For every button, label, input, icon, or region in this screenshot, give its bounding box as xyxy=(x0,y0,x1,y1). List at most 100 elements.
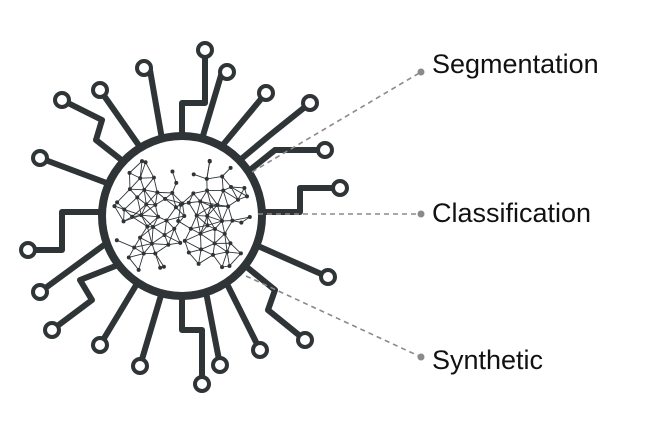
brain-edge xyxy=(200,228,216,235)
brain-node xyxy=(196,261,201,266)
brain-node xyxy=(242,185,247,190)
brain-edge xyxy=(210,205,223,222)
brain-edge xyxy=(166,207,177,221)
brain-node xyxy=(198,199,203,204)
label-segmentation: Segmentation xyxy=(432,49,599,79)
brain-edge xyxy=(139,226,148,238)
brain-node xyxy=(205,188,210,193)
connector-dot xyxy=(417,353,425,361)
terminal-node xyxy=(31,283,49,301)
brain-edge xyxy=(212,251,228,256)
brain-edge xyxy=(221,176,224,191)
brain-edge xyxy=(136,197,142,216)
terminal-node xyxy=(319,268,337,286)
brain-node xyxy=(151,175,156,180)
circuit-trace xyxy=(259,185,343,215)
brain-node xyxy=(191,172,196,177)
brain-edge xyxy=(164,234,181,244)
brain-edge xyxy=(138,253,145,270)
brain-edge xyxy=(143,177,155,191)
brain-edge xyxy=(139,226,154,239)
terminal-node xyxy=(316,141,334,159)
brain-node xyxy=(207,158,212,163)
brain-node xyxy=(220,265,225,270)
brain-edge xyxy=(198,249,202,264)
brain-edge xyxy=(188,202,198,216)
terminal-node xyxy=(19,241,37,259)
brain-edge xyxy=(230,242,242,254)
brain-node xyxy=(164,218,169,223)
brain-edge xyxy=(206,190,218,206)
terminal-node xyxy=(301,94,319,112)
brain-node xyxy=(130,214,135,219)
brain-edge xyxy=(146,216,159,227)
circuit-traces xyxy=(25,47,343,387)
circuit-trace xyxy=(179,293,205,387)
brain-edge xyxy=(221,176,232,188)
brain-edge xyxy=(214,243,228,253)
brain-edge xyxy=(193,173,207,180)
circuit-trace xyxy=(255,243,331,280)
brain-edge xyxy=(207,215,223,222)
brain-node xyxy=(219,219,224,224)
brain-edge xyxy=(200,233,202,250)
brain-edge xyxy=(164,198,183,204)
brain-edge xyxy=(140,214,154,228)
brain-node xyxy=(163,196,168,201)
brain-node xyxy=(151,224,156,229)
brain-edge xyxy=(224,220,233,235)
brain-edge xyxy=(131,216,148,227)
brain-edge xyxy=(196,215,201,234)
brain-edge xyxy=(139,237,145,254)
brain-edge xyxy=(139,162,146,179)
brain-node xyxy=(170,169,175,174)
brain-edge xyxy=(171,192,177,208)
brain-edge xyxy=(164,198,177,208)
brain-node xyxy=(188,226,193,231)
circuit-trace xyxy=(179,47,208,139)
brain-edge xyxy=(177,204,182,222)
brain-edge xyxy=(206,160,211,179)
brain-node xyxy=(212,241,217,246)
brain-edge xyxy=(155,244,169,254)
circuit-trace xyxy=(97,87,143,150)
circuit-trace xyxy=(245,265,308,343)
brain-node xyxy=(205,214,210,219)
brain-edge xyxy=(129,177,141,190)
brain-node xyxy=(170,190,175,195)
brain-node xyxy=(205,223,210,228)
circuit-trace xyxy=(247,147,328,173)
brain-edge xyxy=(129,188,145,191)
circuit-trace xyxy=(59,97,127,165)
brain-edge xyxy=(193,190,208,194)
circuit-trace xyxy=(219,90,269,149)
brain-edge xyxy=(200,249,214,256)
brain-edge xyxy=(116,239,135,248)
brain-edge xyxy=(184,228,192,242)
brain-edge xyxy=(188,248,202,253)
hub-ring xyxy=(98,132,266,300)
brain-edge xyxy=(154,253,161,268)
brain-node xyxy=(136,267,141,272)
brain-edge xyxy=(229,253,242,267)
brain-edge xyxy=(200,233,215,244)
brain-edge xyxy=(177,220,192,230)
brain-edge xyxy=(173,228,181,244)
brain-node xyxy=(138,176,143,181)
brain-edge xyxy=(198,254,214,265)
brain-node xyxy=(142,187,147,192)
terminal-node xyxy=(251,341,269,359)
brain-node xyxy=(182,238,187,243)
circuit-trace xyxy=(37,239,111,295)
brain-edge xyxy=(200,200,218,206)
brain-edge xyxy=(128,253,144,258)
brain-node xyxy=(204,176,209,181)
terminal-node xyxy=(196,41,214,59)
brain-edge xyxy=(230,186,248,197)
brain-edge xyxy=(237,187,245,200)
brain-edge xyxy=(196,205,212,216)
brain-edge xyxy=(153,177,158,193)
brain-edge xyxy=(151,234,165,244)
brain-edge xyxy=(140,204,156,216)
